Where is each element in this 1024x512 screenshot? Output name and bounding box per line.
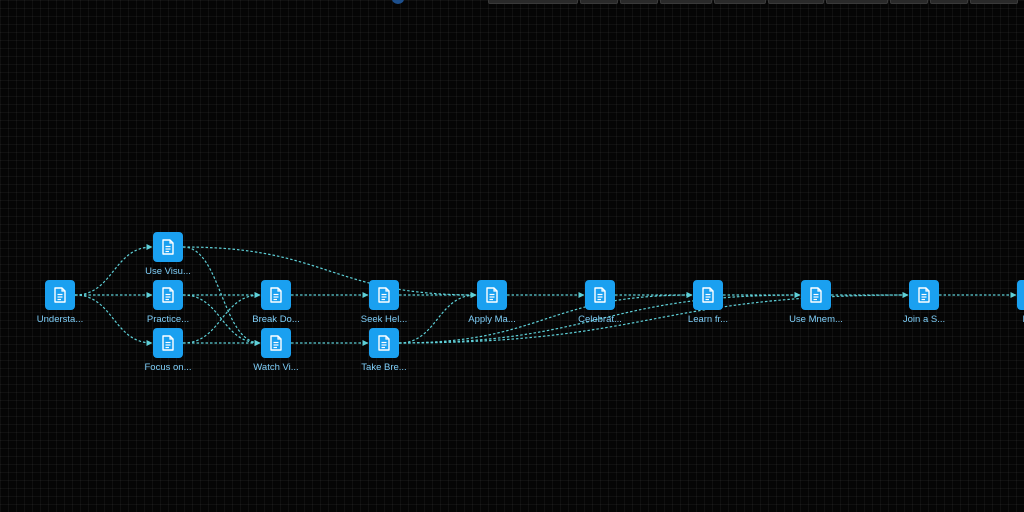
flow-node[interactable]: Seek Hel... xyxy=(339,280,429,338)
flow-node[interactable]: Learn fr... xyxy=(663,280,753,338)
flow-node[interactable]: Watch Vi... xyxy=(231,328,321,386)
node-box[interactable] xyxy=(153,232,183,262)
document-icon xyxy=(378,335,390,351)
document-icon xyxy=(918,287,930,303)
toolbar-button[interactable] xyxy=(826,0,888,4)
flow-node[interactable]: Use Mnem... xyxy=(771,280,861,338)
edge-n1-n4[interactable] xyxy=(74,294,153,346)
edge-n8-n11[interactable] xyxy=(398,292,693,344)
flow-node[interactable]: Join a S... xyxy=(879,280,969,338)
node-label: Break Do... xyxy=(252,314,300,325)
toolbar-button[interactable] xyxy=(580,0,618,4)
node-label: Watch Vi... xyxy=(253,362,299,373)
edge-n8-n12[interactable] xyxy=(398,292,801,344)
document-icon xyxy=(270,335,282,351)
document-icon xyxy=(594,287,606,303)
node-box[interactable] xyxy=(801,280,831,310)
node-label: Understa... xyxy=(36,314,84,325)
flow-node[interactable]: Break Do... xyxy=(231,280,321,338)
flow-node[interactable]: Focus on... xyxy=(123,328,213,386)
node-box[interactable] xyxy=(693,280,723,310)
document-icon xyxy=(810,287,822,303)
toolbar-button[interactable] xyxy=(488,0,578,4)
node-label: Seek Hel... xyxy=(360,314,408,325)
node-label: Learn fr... xyxy=(687,314,729,325)
flow-node[interactable]: Use Visu... xyxy=(123,232,213,290)
node-box[interactable] xyxy=(369,280,399,310)
top-toolbar xyxy=(0,0,1024,6)
edge-n4-n5[interactable] xyxy=(182,292,261,344)
flow-node[interactable]: Rew xyxy=(987,280,1024,338)
flow-node[interactable]: Take Bre... xyxy=(339,328,429,386)
node-label: Practice... xyxy=(146,314,190,325)
node-box[interactable] xyxy=(45,280,75,310)
node-label: Use Mnem... xyxy=(789,314,843,325)
flow-node[interactable]: Celebrat... xyxy=(555,280,645,338)
toolbar-indicator xyxy=(392,0,404,4)
node-label: Apply Ma... xyxy=(468,314,516,325)
node-box[interactable] xyxy=(369,328,399,358)
document-icon xyxy=(162,239,174,255)
document-icon xyxy=(378,287,390,303)
document-icon xyxy=(702,287,714,303)
document-icon xyxy=(162,287,174,303)
flow-node[interactable]: Practice... xyxy=(123,280,213,338)
document-icon xyxy=(486,287,498,303)
toolbar-button[interactable] xyxy=(970,0,1018,4)
edge-n1-n2[interactable] xyxy=(74,244,153,296)
node-box[interactable] xyxy=(261,280,291,310)
toolbar-button[interactable] xyxy=(714,0,766,4)
document-icon xyxy=(270,287,282,303)
document-icon xyxy=(162,335,174,351)
edge-n2-n9[interactable] xyxy=(182,246,477,298)
node-box[interactable] xyxy=(261,328,291,358)
node-box[interactable] xyxy=(585,280,615,310)
node-label: Celebrat... xyxy=(578,314,622,325)
toolbar-button[interactable] xyxy=(660,0,712,4)
node-label: Join a S... xyxy=(902,314,946,325)
node-label: Take Bre... xyxy=(361,362,407,373)
toolbar-button[interactable] xyxy=(768,0,824,4)
flow-node[interactable]: Apply Ma... xyxy=(447,280,537,338)
edge-n8-n9[interactable] xyxy=(398,292,477,344)
toolbar-button[interactable] xyxy=(930,0,968,4)
node-box[interactable] xyxy=(477,280,507,310)
node-label: Rew xyxy=(987,314,1024,325)
node-box[interactable] xyxy=(1017,280,1024,310)
flow-node[interactable]: Understa... xyxy=(15,280,105,338)
toolbar-button[interactable] xyxy=(890,0,928,4)
node-label: Focus on... xyxy=(144,362,192,373)
node-box[interactable] xyxy=(909,280,939,310)
document-icon xyxy=(54,287,66,303)
node-box[interactable] xyxy=(153,328,183,358)
toolbar-button[interactable] xyxy=(620,0,658,4)
node-box[interactable] xyxy=(153,280,183,310)
node-label: Use Visu... xyxy=(145,266,191,277)
